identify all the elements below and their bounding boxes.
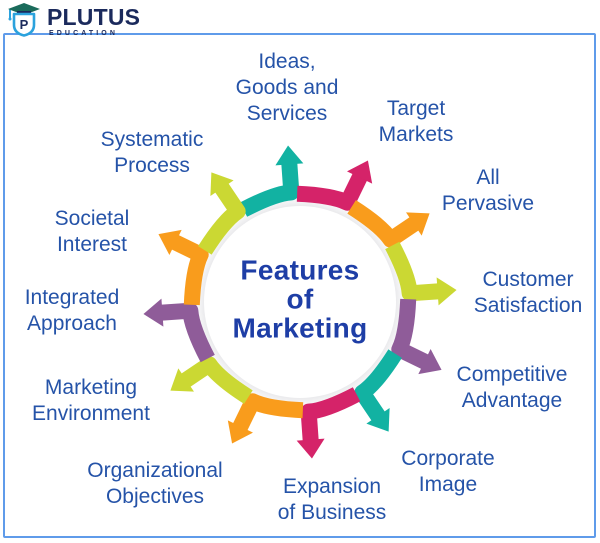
feature-label: Marketing Environment <box>32 376 150 425</box>
feature-arrow <box>296 160 373 211</box>
feature-label: Competitive Advantage <box>456 363 568 412</box>
diagram-frame <box>3 33 596 538</box>
feature-arrow <box>143 298 215 363</box>
brand-text: PLUTUS <box>47 4 141 30</box>
feature-label: All Pervasive <box>441 166 535 215</box>
feature-arrow <box>227 393 304 444</box>
feature-arrow <box>158 229 209 306</box>
feature-label: Societal Interest <box>54 207 130 256</box>
feature-label: Customer Satisfaction <box>473 268 583 317</box>
feature-arrow <box>347 200 430 248</box>
feature-label: Systematic Process <box>100 128 204 177</box>
feature-label: Organizational Objectives <box>87 459 223 508</box>
feature-arrow <box>354 349 402 432</box>
tagline-text: EDUCATION <box>49 30 118 37</box>
feature-label: Expansion of Business <box>277 475 387 524</box>
feature-label: Ideas, Goods and Services <box>235 50 339 125</box>
feature-arrow <box>391 298 442 375</box>
plutus-logo: P PLUTUS EDUCATION <box>5 1 140 37</box>
feature-label: Target Markets <box>378 97 454 146</box>
plutus-logo-icon: P <box>8 3 40 37</box>
feature-arrow <box>296 387 361 459</box>
feature-arrow <box>170 356 253 404</box>
center-circle <box>204 206 396 398</box>
feature-arrow <box>239 145 304 217</box>
feature-arrow <box>385 241 457 306</box>
feature-arrow <box>198 172 246 255</box>
svg-text:P: P <box>20 17 29 32</box>
feature-label: Corporate Image <box>401 447 495 496</box>
feature-label: Integrated Approach <box>24 286 120 335</box>
diagram-title: Features of Marketing <box>232 254 368 344</box>
